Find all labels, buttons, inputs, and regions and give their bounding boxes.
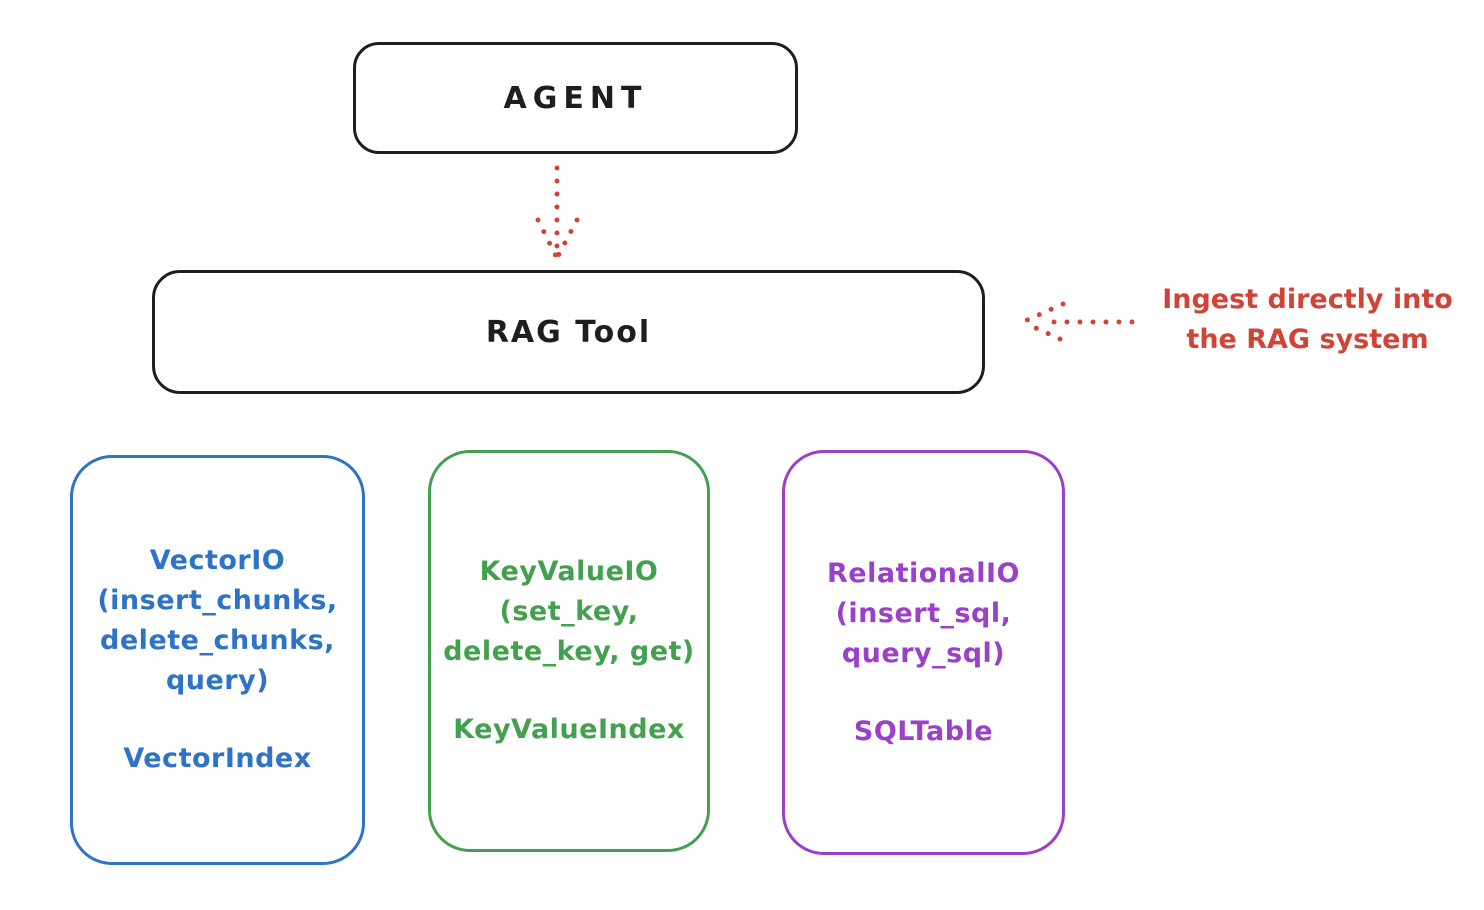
annotation-line-1: Ingest directly into: [1162, 284, 1453, 315]
arrow-head-right: [555, 217, 580, 259]
annotation-to-ragtool-arrow-icon: [1022, 301, 1135, 342]
keyvalue-index-label: KeyValueIndex: [453, 714, 685, 745]
keyvalue-io-methods: KeyValueIO (set_key, delete_key, get): [443, 556, 695, 667]
node-vector-io: VectorIO (insert_chunks, delete_chunks, …: [70, 455, 365, 865]
vector-io-methods: VectorIO (insert_chunks, delete_chunks, …: [97, 545, 338, 696]
agent-to-ragtool-arrow-icon: [535, 165, 580, 259]
annotation-line-2: the RAG system: [1186, 324, 1429, 355]
vector-index-label: VectorIndex: [123, 743, 312, 774]
arrow-head-left: [535, 217, 559, 259]
annotation-ingest-note: Ingest directly into the RAG system: [1140, 280, 1475, 360]
node-rag-tool: RAG Tool: [152, 270, 985, 394]
node-agent: AGENT: [353, 42, 798, 154]
node-keyvalue-io: KeyValueIO (set_key, delete_key, get) Ke…: [428, 450, 710, 852]
arrow-head-bottom: [1022, 320, 1063, 342]
agent-label: AGENT: [503, 80, 648, 116]
sql-table-label: SQLTable: [853, 715, 994, 747]
arrow-head-top: [1022, 301, 1066, 324]
rag-tool-label: RAG Tool: [485, 314, 652, 350]
relational-io-methods: RelationalIO (insert_sql, query_sql): [827, 557, 1020, 669]
node-relational-io: RelationalIO (insert_sql, query_sql) SQL…: [782, 450, 1065, 855]
